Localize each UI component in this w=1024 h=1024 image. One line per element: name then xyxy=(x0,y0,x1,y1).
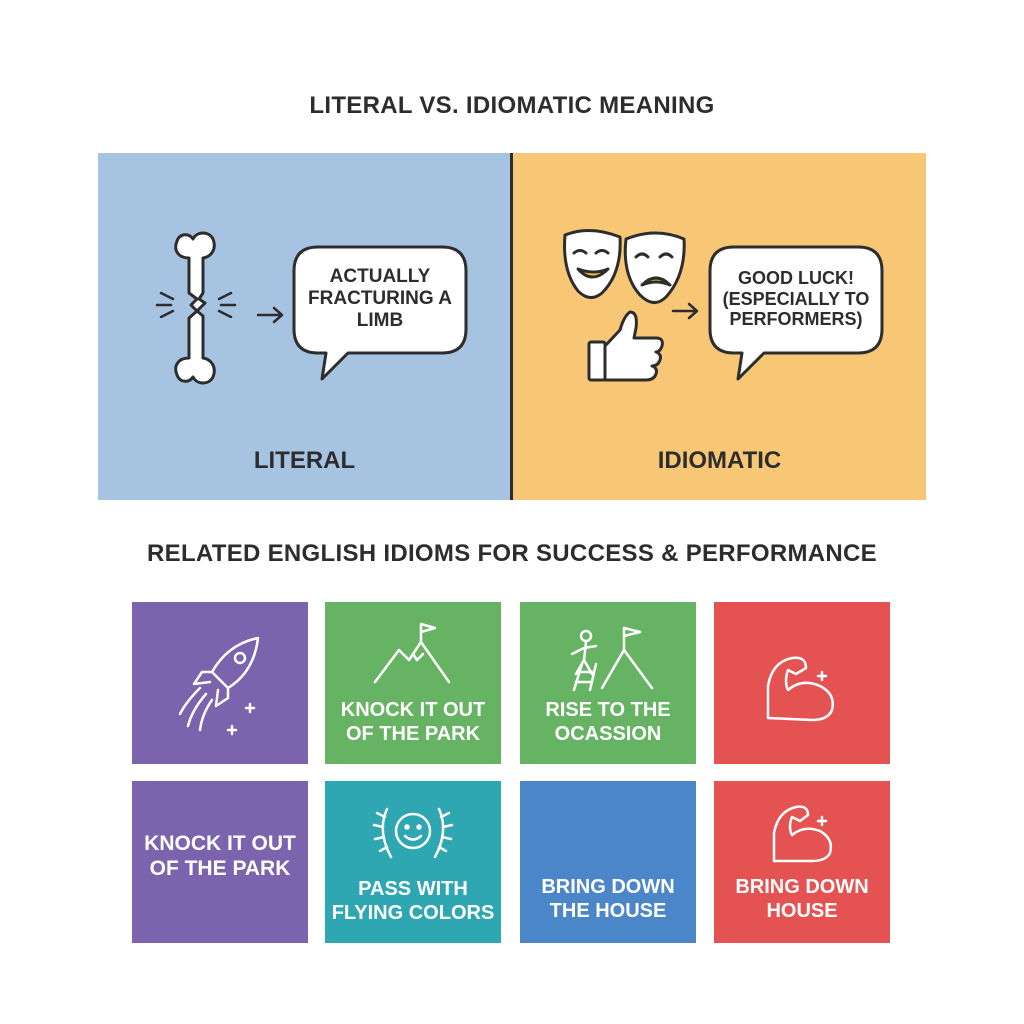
idiom-tile: RISE TO THE OCASSION xyxy=(520,602,696,764)
idiom-tile-label: BRING DOWN THE HOUSE xyxy=(541,876,675,922)
idiom-tile: PASS WITH FLYING COLORS xyxy=(325,781,501,943)
panel-divider xyxy=(510,153,513,500)
idiom-tile-label: BRING DOWN HOUSE xyxy=(735,876,869,922)
idiom-tile: BRING DOWN HOUSE xyxy=(714,781,890,943)
climber-mountain-icon xyxy=(570,626,654,692)
flexed-arm-icon xyxy=(766,656,834,722)
literal-bubble-text: ACTUALLY FRACTURING A LIMB xyxy=(308,266,452,331)
related-idioms-title: RELATED ENGLISH IDIOMS FOR SUCCESS & PER… xyxy=(147,540,877,567)
idiom-tile-label: PASS WITH FLYING COLORS xyxy=(331,878,495,924)
arrow-right-icon xyxy=(671,302,699,320)
idiom-tile: KNOCK IT OUT OF THE PARK xyxy=(132,781,308,943)
literal-label: LITERAL xyxy=(253,447,356,474)
idiom-tile-label: KNOCK IT OUT OF THE PARK xyxy=(340,699,486,745)
idiom-tile xyxy=(132,602,308,764)
idiomatic-bubble-text: GOOD LUCK! (ESPECIALLY TO PERFORMERS) xyxy=(722,267,870,330)
idiom-tile xyxy=(714,602,890,764)
idiom-tile-label: KNOCK IT OUT OF THE PARK xyxy=(144,832,296,881)
broken-bone-icon xyxy=(155,231,237,385)
main-title: LITERAL VS. IDIOMATIC MEANING xyxy=(309,92,715,119)
idiom-tile: KNOCK IT OUT OF THE PARK xyxy=(325,602,501,764)
idiomatic-speech-bubble: GOOD LUCK! (ESPECIALLY TO PERFORMERS) xyxy=(706,243,886,381)
theater-masks-icon xyxy=(563,229,686,304)
mountain-flag-icon xyxy=(373,622,451,684)
laurel-smiley-icon xyxy=(372,807,454,859)
idiomatic-panel: GOOD LUCK! (ESPECIALLY TO PERFORMERS) ID… xyxy=(513,153,926,500)
idiom-tile-label: RISE TO THE OCASSION xyxy=(545,699,671,745)
thumbs-up-icon xyxy=(587,310,664,382)
flexed-arm-icon xyxy=(772,805,833,863)
idiom-tile: BRING DOWN THE HOUSE xyxy=(520,781,696,943)
literal-panel: ACTUALLY FRACTURING A LIMB LITERAL xyxy=(98,153,511,500)
idiomatic-label: IDIOMATIC xyxy=(657,447,782,474)
arrow-right-icon xyxy=(256,306,284,324)
literal-speech-bubble: ACTUALLY FRACTURING A LIMB xyxy=(290,243,470,381)
rocket-icon xyxy=(178,636,260,736)
